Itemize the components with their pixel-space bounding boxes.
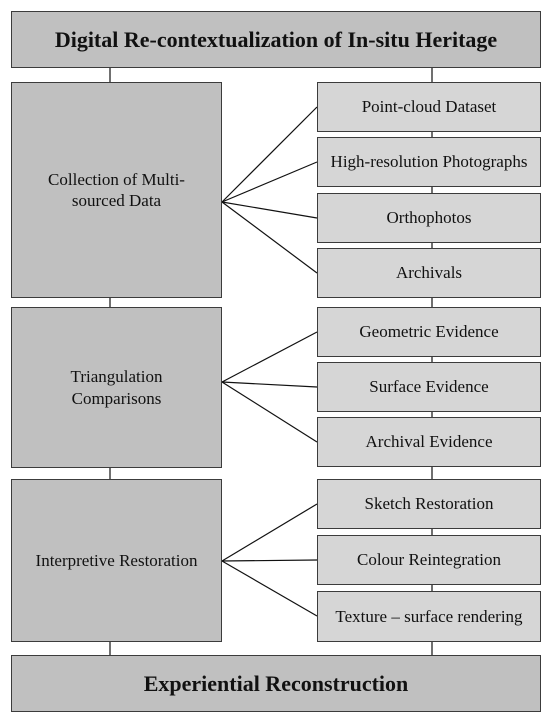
item-sketch-restoration: Sketch Restoration bbox=[317, 479, 541, 529]
fan-line bbox=[221, 201, 318, 274]
item-archival-evidence: Archival Evidence bbox=[317, 417, 541, 467]
item-orthophotos: Orthophotos bbox=[317, 193, 541, 243]
fan-line bbox=[221, 381, 318, 388]
item-geometric-evidence: Geometric Evidence bbox=[317, 307, 541, 357]
item-surface-evidence: Surface Evidence bbox=[317, 362, 541, 412]
item-texture-surface-rendering: Texture – surface rendering bbox=[317, 591, 541, 642]
diagram-title: Digital Re-contextualization of In-situ … bbox=[11, 11, 541, 68]
item-high-resolution-photographs: High-resolution Photographs bbox=[317, 137, 541, 187]
stage-collection: Collection of Multi-sourced Data bbox=[11, 82, 222, 298]
fan-line bbox=[221, 559, 318, 562]
fan-line bbox=[221, 503, 318, 562]
item-point-cloud-dataset: Point-cloud Dataset bbox=[317, 82, 541, 132]
item-archivals: Archivals bbox=[317, 248, 541, 298]
fan-line bbox=[221, 381, 318, 443]
fan-line bbox=[221, 560, 318, 617]
fan-line bbox=[221, 161, 318, 203]
stage-interpretive-restoration: Interpretive Restoration bbox=[11, 479, 222, 642]
item-colour-reintegration: Colour Reintegration bbox=[317, 535, 541, 585]
fan-line bbox=[221, 201, 318, 219]
fan-line bbox=[221, 331, 318, 383]
fan-line bbox=[221, 106, 318, 203]
stage-triangulation: Triangulation Comparisons bbox=[11, 307, 222, 468]
diagram-footer: Experiential Reconstruction bbox=[11, 655, 541, 712]
